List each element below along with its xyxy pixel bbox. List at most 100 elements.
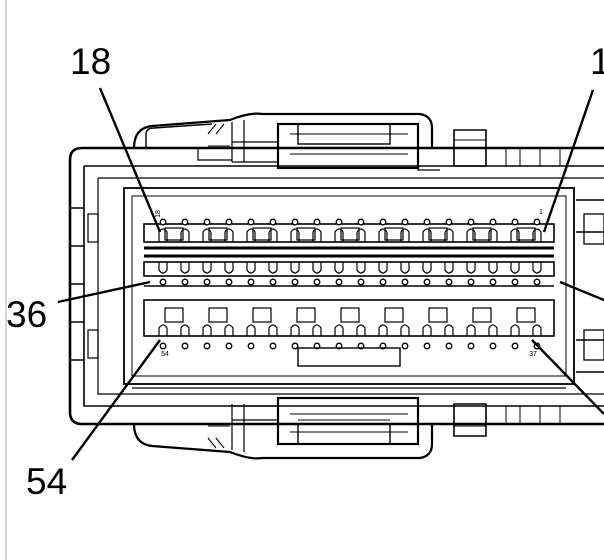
pin-row1-contact <box>312 228 322 242</box>
pin-row1-hole <box>379 218 387 226</box>
pin-row2-hole <box>203 278 211 286</box>
pin-row2-contact <box>400 262 410 274</box>
pin-row1-hole <box>445 218 453 226</box>
pin-mark-18: 18 <box>155 210 162 218</box>
cavity-square <box>428 227 448 241</box>
pin-row2-hole <box>291 278 299 286</box>
pin-row2-contact <box>378 262 388 274</box>
pin-row2-hole <box>445 278 453 286</box>
pin-row2-hole <box>423 278 431 286</box>
pin-row1-contact <box>246 228 256 242</box>
pin-row2-contact <box>202 262 212 274</box>
pin-row2-contact <box>444 262 454 274</box>
pin-row1-contact <box>488 228 498 242</box>
pin-number-marks: 18 1 54 37 <box>155 209 543 358</box>
pin-row2-hole <box>159 278 167 286</box>
pin-row1-hole <box>511 218 519 226</box>
pin-mark-54: 54 <box>161 351 169 358</box>
cavity-square <box>516 307 536 323</box>
bottom-latch <box>132 396 561 460</box>
pin-row2-hole <box>357 278 365 286</box>
callout-pin-18: 18 <box>70 41 111 82</box>
pin-row3-hole <box>203 342 211 350</box>
pin-row2-contact <box>532 262 542 274</box>
pin-row1-hole <box>423 218 431 226</box>
pin-row1-contact <box>532 228 542 242</box>
cavity-square <box>164 227 184 241</box>
pin-row2-hole <box>511 278 519 286</box>
cavity-square <box>340 227 360 241</box>
pin-row3-contact <box>312 324 322 336</box>
pin-row2-hole <box>225 278 233 286</box>
pin-row1-hole <box>335 218 343 226</box>
pin-row2-hole <box>533 278 541 286</box>
pin-row1-hole <box>357 218 365 226</box>
callout-pin-36: 36 <box>6 294 47 335</box>
cavity-square <box>252 307 272 323</box>
pin-row1-hole <box>533 218 541 226</box>
pin-row3-contact <box>290 324 300 336</box>
pin-row1-contact <box>400 228 410 242</box>
pin-row2-contact <box>180 262 190 274</box>
cavity-square <box>516 227 536 241</box>
pin-row1-hole <box>467 218 475 226</box>
cavity-square <box>296 227 316 241</box>
pin-row2-hole <box>247 278 255 286</box>
pin-row2-hole <box>181 278 189 286</box>
pin-row2-contact <box>246 262 256 274</box>
pin-row3-hole <box>291 342 299 350</box>
pin-row2-hole <box>401 278 409 286</box>
pin-row2-contact <box>466 262 476 274</box>
pin-row1-contact <box>466 228 476 242</box>
pin-row3-contact <box>356 324 366 336</box>
callout-pin-54: 54 <box>26 461 67 502</box>
pin-mark-37: 37 <box>529 351 537 358</box>
pin-row3-hole <box>247 342 255 350</box>
callout-pin-1: 1 <box>590 41 604 82</box>
pin-row3-contact <box>422 324 432 336</box>
pin-row3-contact <box>180 324 190 336</box>
pin-row1-hole <box>313 218 321 226</box>
pin-row1-hole <box>269 218 277 226</box>
connector-body <box>68 146 604 426</box>
pin-row1-contact <box>378 228 388 242</box>
pin-row1-hole <box>247 218 255 226</box>
pin-row1-contact <box>422 228 432 242</box>
pin-row2-contact <box>290 262 300 274</box>
pin-row3-hole <box>269 342 277 350</box>
pin-row2-contact <box>334 262 344 274</box>
pin-row2-contact <box>422 262 432 274</box>
cavity-square <box>472 227 492 241</box>
pin-row2-hole <box>379 278 387 286</box>
leader-lines <box>57 87 604 461</box>
pin-row3-contact <box>510 324 520 336</box>
pin-row1-hole <box>159 218 167 226</box>
pin-row2-contact <box>312 262 322 274</box>
pin-row1-contact <box>180 228 190 242</box>
pin-row3-hole <box>159 342 167 350</box>
pin-row3-hole <box>225 342 233 350</box>
pin-row1-contact <box>334 228 344 242</box>
pin-mark-1: 1 <box>539 209 543 216</box>
pin-row3-contact <box>488 324 498 336</box>
pin-row3-contact <box>378 324 388 336</box>
pin-row2-contact <box>268 262 278 274</box>
pin-row3-contact <box>202 324 212 336</box>
pin-row1-contact <box>268 228 278 242</box>
pin-row1-hole <box>181 218 189 226</box>
pin-row1-contact <box>356 228 366 242</box>
cavity-square <box>384 227 404 241</box>
pin-row3-contact <box>158 324 168 336</box>
pin-row3-contact <box>532 324 542 336</box>
pin-row-upper-rail <box>143 223 555 243</box>
cavity-square <box>208 307 228 323</box>
pin-row3-contact <box>400 324 410 336</box>
pin-row2-contact <box>356 262 366 274</box>
cavity-square <box>164 307 184 323</box>
pin-row1-hole <box>401 218 409 226</box>
pin-row1-contact <box>510 228 520 242</box>
pin-row1-hole <box>291 218 299 226</box>
pin-row3-contact <box>466 324 476 336</box>
pin-row2-contact <box>488 262 498 274</box>
